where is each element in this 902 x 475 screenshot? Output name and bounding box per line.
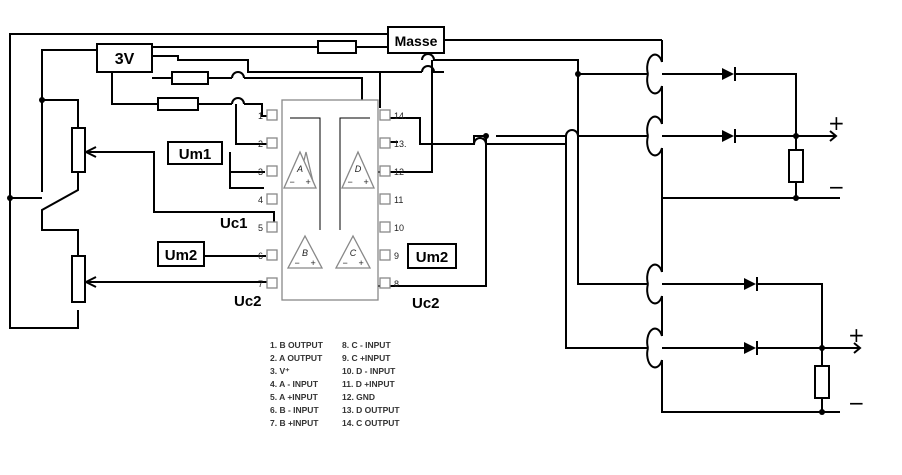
uc1-label: Uc1 (220, 215, 248, 232)
um2-left-label-box: Um2 (157, 241, 205, 267)
svg-text:+: + (305, 177, 310, 187)
opamp-a: A − + (282, 150, 318, 189)
legend-item: 11. D +INPUT (342, 379, 395, 389)
legend-item: 6. B - INPUT (270, 405, 319, 415)
pin-2: 2 (258, 139, 263, 149)
output-arrow-bottom (850, 342, 862, 354)
pin-13: 13. (394, 139, 407, 149)
legend-item: 9. C +INPUT (342, 353, 391, 363)
ground-label: Masse (395, 33, 438, 49)
pin-6: 6 (258, 251, 263, 261)
diode-1 (722, 67, 736, 81)
opamp-d: D − + (340, 150, 376, 189)
ic-chip: 1 2 3 4 5 6 7 14. 13. 12 11 10 9 8 A − +… (258, 99, 407, 301)
pin-10: 10 (394, 223, 404, 233)
pin-1: 1 (258, 111, 263, 121)
load-resistor-top (788, 149, 804, 183)
svg-text:−: − (289, 177, 294, 187)
pin-11: 11 (394, 195, 403, 205)
uc2-right-label: Uc2 (412, 295, 440, 312)
diode-2 (722, 129, 736, 143)
legend-item: 1. B OUTPUT (270, 340, 324, 350)
pin-5: 5 (258, 223, 263, 233)
svg-text:C: C (350, 248, 357, 258)
svg-text:−: − (342, 258, 347, 268)
pin-8: 8 (394, 279, 399, 289)
svg-text:−: − (294, 258, 299, 268)
junction-dots (7, 71, 825, 415)
pin-14: 14. (394, 111, 407, 121)
pin-legend: 1. B OUTPUT 2. A OUTPUT 3. V⁺ 4. A - INP… (270, 340, 400, 428)
svg-text:Um2: Um2 (416, 249, 449, 266)
ic-right-pins (379, 109, 391, 289)
pin-4: 4 (258, 195, 263, 205)
svg-text:+: + (358, 258, 363, 268)
wire-crossings (231, 53, 663, 369)
potentiometer-top (71, 127, 97, 173)
battery-label: 3V (115, 51, 135, 68)
legend-item: 3. V⁺ (270, 366, 290, 376)
legend-item: 5. A +INPUT (270, 392, 319, 402)
um1-label-box: Um1 (167, 141, 223, 165)
output-arrow-top (826, 130, 838, 142)
terminal-minus-bottom: − (848, 391, 865, 415)
legend-item: 7. B +INPUT (270, 418, 319, 428)
terminal-minus-top: − (828, 175, 845, 199)
load-resistor-bottom (814, 365, 830, 399)
resistor-r1 (171, 71, 209, 85)
legend-item: 14. C OUTPUT (342, 418, 400, 428)
svg-text:+: + (363, 177, 368, 187)
opamp-c: C − + (334, 234, 372, 269)
legend-item: 8. C - INPUT (342, 340, 391, 350)
legend-item: 10. D - INPUT (342, 366, 396, 376)
svg-text:D: D (355, 164, 362, 174)
resistor-top (317, 40, 357, 54)
potentiometer-bottom (71, 255, 97, 303)
svg-text:+: + (310, 258, 315, 268)
diode-3 (744, 277, 758, 291)
diode-4 (744, 341, 758, 355)
legend-item: 4. A - INPUT (270, 379, 319, 389)
wires (9, 33, 850, 413)
pin-3: 3 (258, 167, 263, 177)
pin-12: 12 (394, 167, 404, 177)
legend-item: 13. D OUTPUT (342, 405, 400, 415)
svg-text:A: A (296, 164, 303, 174)
legend-item: 2. A OUTPUT (270, 353, 323, 363)
ic-left-pins (266, 109, 278, 289)
pin-9: 9 (394, 251, 399, 261)
svg-text:B: B (302, 248, 308, 258)
uc2-left-label: Uc2 (234, 293, 262, 310)
ground-masse: Masse (387, 26, 445, 54)
terminal-plus-top: + (828, 111, 845, 135)
um2-right-label-box: Um2 (407, 243, 457, 269)
svg-text:−: − (347, 177, 352, 187)
pin-7: 7 (258, 279, 263, 289)
resistor-r2 (157, 97, 199, 111)
opamp-b: B − + (286, 234, 324, 269)
terminal-plus-bottom: + (848, 323, 865, 347)
legend-item: 12. GND (342, 392, 375, 402)
svg-text:Um1: Um1 (179, 146, 212, 163)
battery-3v: 3V (96, 43, 153, 73)
svg-text:Um2: Um2 (165, 247, 198, 264)
